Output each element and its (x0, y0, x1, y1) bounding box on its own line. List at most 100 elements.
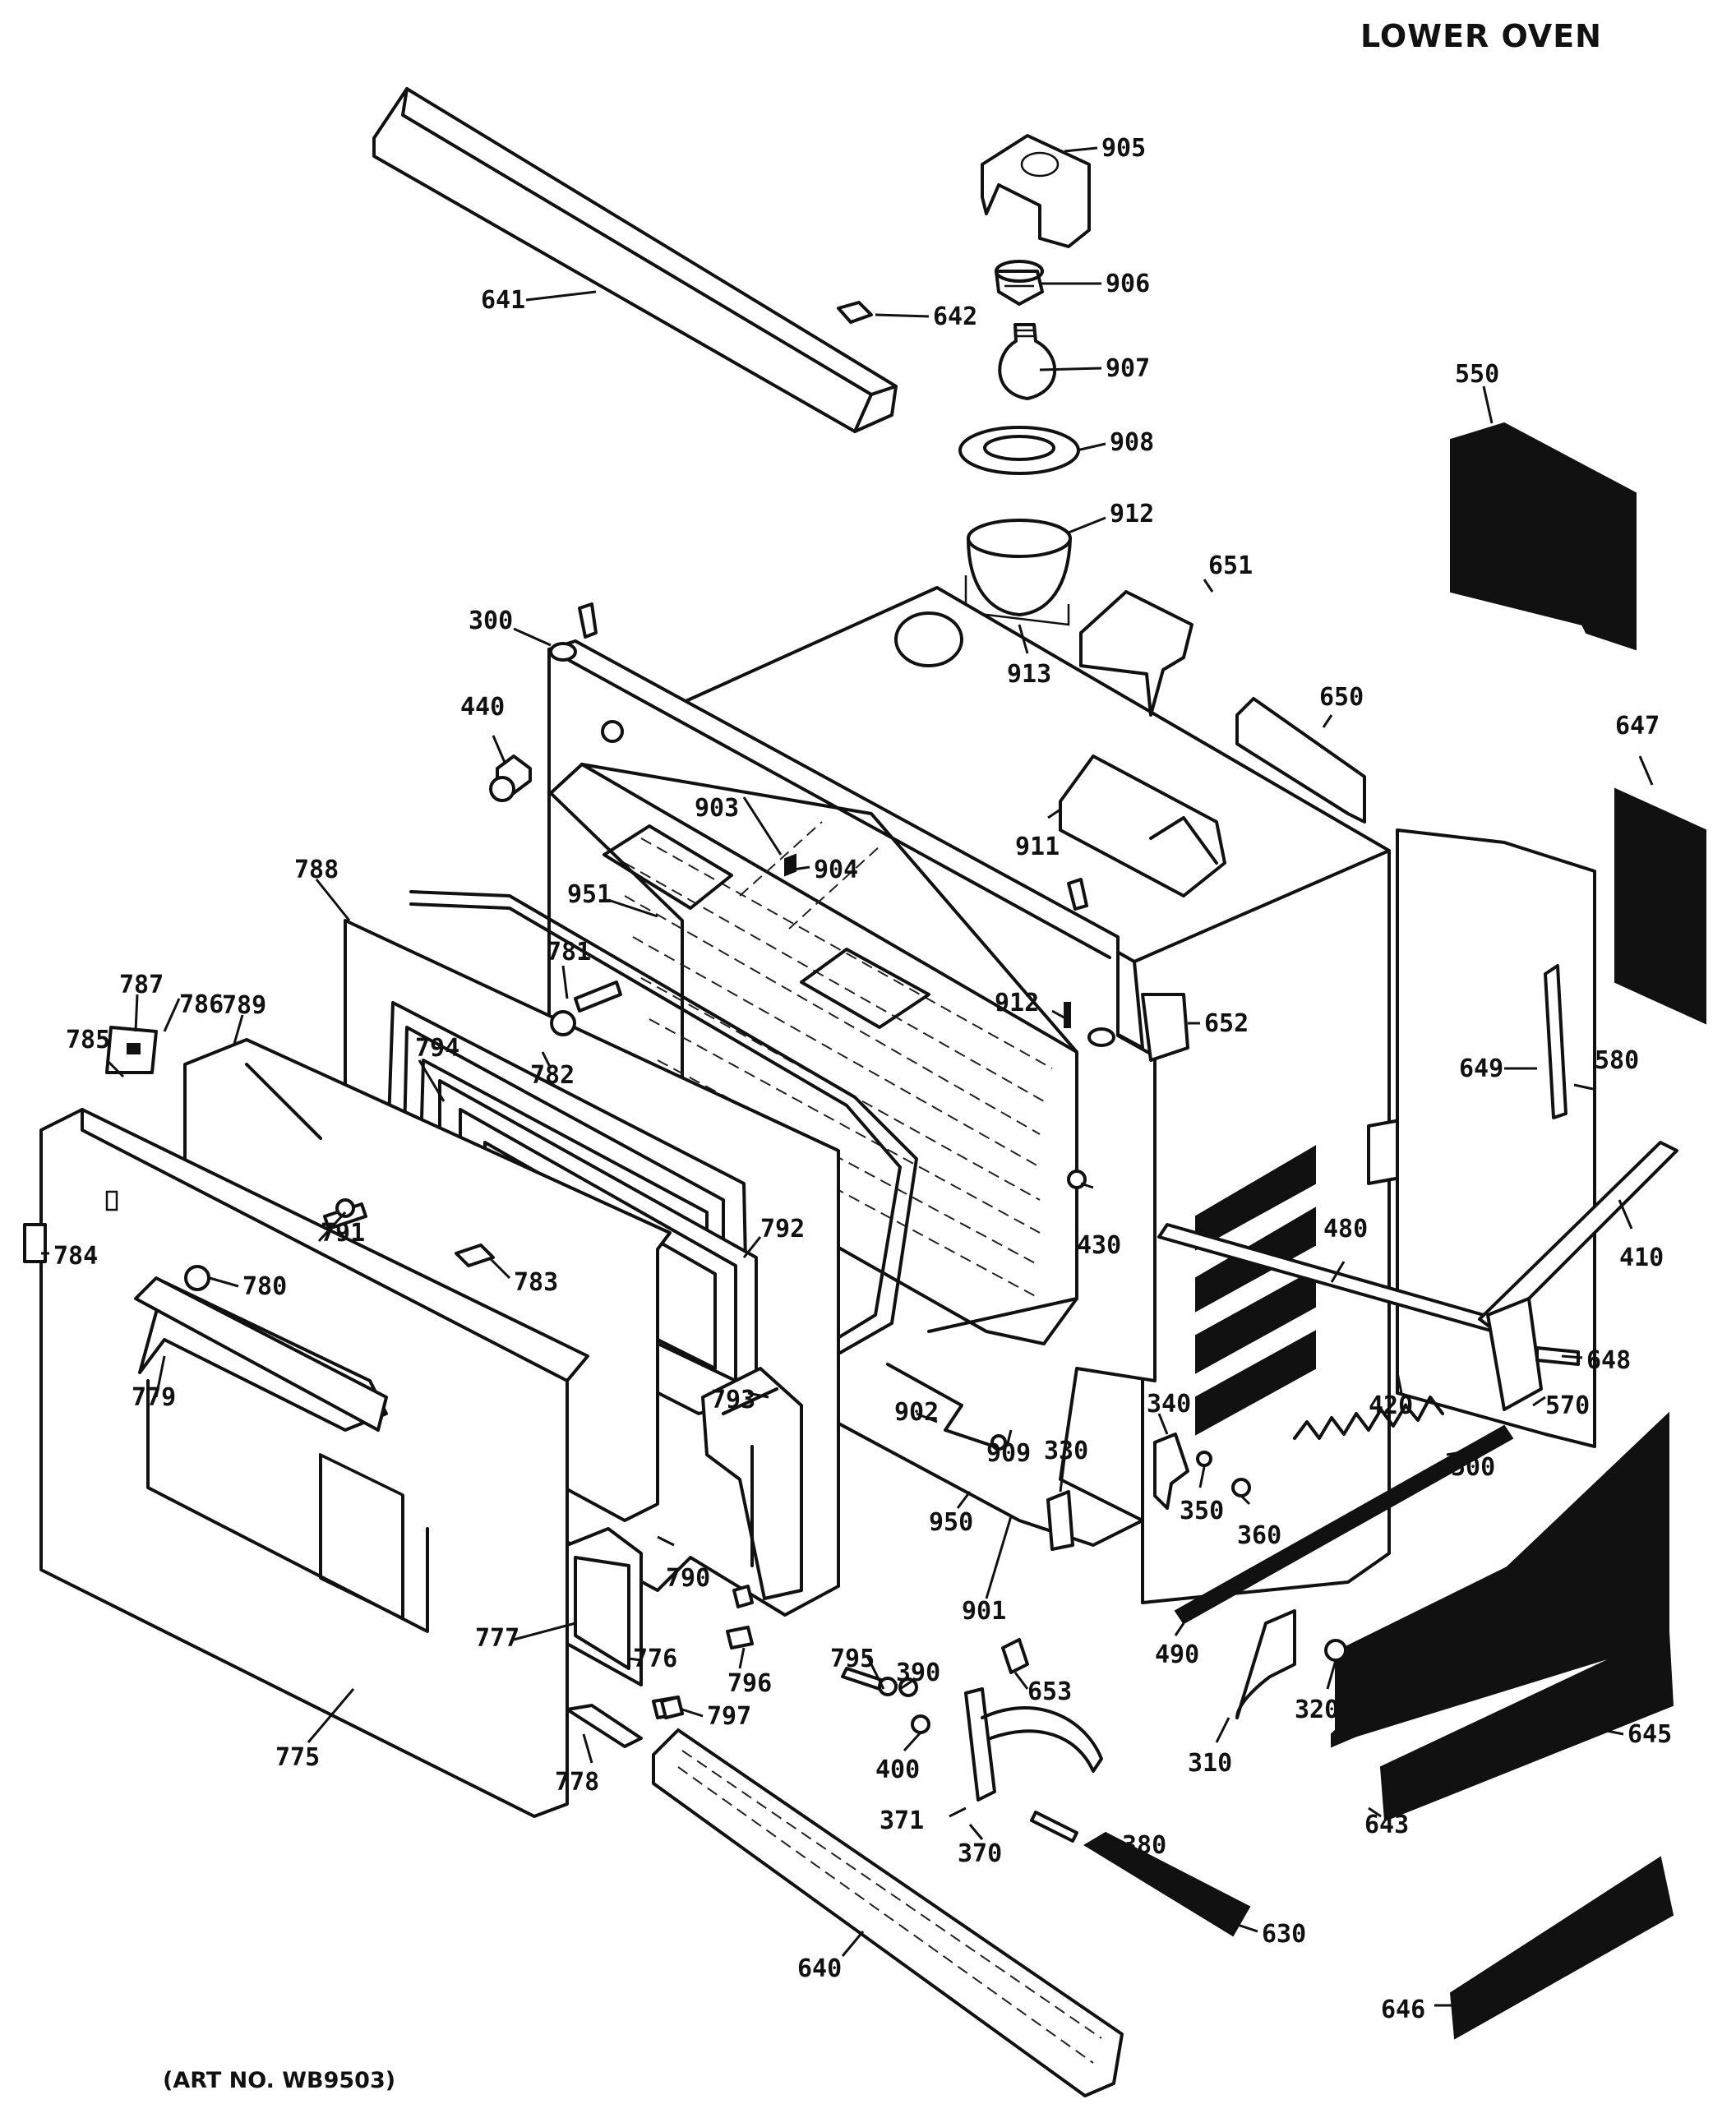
callout-650: 650 (1319, 683, 1364, 712)
callout-651: 651 (1208, 551, 1253, 580)
callout-648: 648 (1586, 1346, 1631, 1375)
light-bracket (981, 134, 1091, 248)
callout-647: 647 (1615, 712, 1660, 741)
callout-490: 490 (1155, 1640, 1199, 1669)
callout-781: 781 (547, 938, 591, 967)
heat-shield-slots (1195, 1145, 1316, 1436)
pivot-bracket (1486, 1297, 1580, 1411)
diagram-title: LOWER OVEN (1360, 18, 1602, 54)
callout-646: 646 (1381, 1996, 1425, 2024)
callout-908: 908 (1110, 428, 1154, 457)
latch-330 (1046, 1490, 1074, 1551)
callout-787: 787 (119, 971, 164, 999)
callout-784: 784 (53, 1242, 98, 1271)
callout-905: 905 (1101, 134, 1146, 163)
art-number: (ART NO. WB9503) (163, 2068, 395, 2093)
callout-902: 902 (894, 1398, 939, 1427)
bracket-310 (1235, 1609, 1296, 1719)
callout-380: 380 (1122, 1831, 1166, 1860)
door-hinge (701, 1367, 803, 1600)
insulation-panel-550 (1450, 422, 1637, 651)
callout-790: 790 (666, 1564, 710, 1593)
lens-gasket (958, 426, 1080, 475)
door-hinge-lower (566, 1704, 643, 1748)
callout-350: 350 (1180, 1497, 1224, 1525)
callout-901: 901 (962, 1597, 1006, 1626)
callout-786: 786 (179, 990, 224, 1019)
callout-783: 783 (514, 1268, 558, 1297)
callout-912b: 912 (995, 989, 1039, 1017)
latch-assembly (1153, 1433, 1251, 1510)
callout-570: 570 (1545, 1391, 1590, 1420)
broil-element (603, 824, 930, 1029)
callout-903: 903 (695, 794, 739, 823)
callout-649: 649 (1459, 1054, 1503, 1083)
callout-793: 793 (711, 1386, 755, 1414)
burner-630 (1083, 1831, 1251, 1937)
callout-300: 300 (469, 607, 513, 635)
callout-360: 360 (1237, 1521, 1281, 1550)
callout-778: 778 (555, 1768, 599, 1797)
part-callouts: 905 906 907 908 912 913 641 642 550 651 … (53, 134, 1672, 2024)
callout-420: 420 (1369, 1391, 1413, 1420)
lamp-socket (995, 260, 1044, 306)
callout-390: 390 (896, 1659, 940, 1687)
callout-791: 791 (321, 1219, 365, 1248)
callout-775: 775 (275, 1743, 320, 1772)
callout-911: 911 (1015, 833, 1060, 861)
callout-785: 785 (66, 1026, 110, 1054)
callout-645: 645 (1628, 1720, 1672, 1749)
callout-652: 652 (1204, 1009, 1249, 1038)
drawer-front-rail (652, 1728, 1124, 2097)
front-panel-646 (1449, 1856, 1674, 2040)
callout-906: 906 (1106, 270, 1150, 298)
callout-794: 794 (415, 1034, 459, 1063)
callout-640: 640 (797, 1954, 842, 1983)
light-bulb (998, 323, 1057, 400)
callout-792: 792 (760, 1215, 805, 1243)
callout-330: 330 (1044, 1437, 1088, 1465)
callout-797: 797 (707, 1702, 751, 1731)
callout-777: 777 (475, 1624, 519, 1653)
callout-788: 788 (294, 856, 339, 884)
callout-779: 779 (132, 1383, 176, 1412)
callout-950: 950 (929, 1508, 973, 1537)
callout-400: 400 (875, 1756, 920, 1784)
callout-440: 440 (460, 693, 505, 722)
callout-580: 580 (1595, 1046, 1639, 1075)
ignitor-assembly (964, 1687, 1103, 1843)
callout-641: 641 (481, 286, 525, 315)
door-handle (134, 1276, 388, 1432)
callout-653: 653 (1027, 1677, 1072, 1706)
callout-909: 909 (986, 1439, 1031, 1468)
oven-cavity (549, 763, 1078, 1345)
bracket-653 (1001, 1638, 1029, 1674)
callout-320: 320 (1295, 1696, 1339, 1724)
fasteners (23, 754, 1087, 1719)
leader-lines (41, 146, 1654, 2007)
vent-duct (1059, 754, 1226, 897)
callout-410: 410 (1619, 1243, 1664, 1272)
door-spring (1293, 1396, 1444, 1440)
callout-643: 643 (1364, 1811, 1409, 1839)
callout-776: 776 (633, 1645, 677, 1673)
callout-340: 340 (1147, 1390, 1191, 1419)
callout-782: 782 (530, 1061, 575, 1090)
callout-310: 310 (1188, 1749, 1232, 1778)
callout-370: 370 (958, 1839, 1002, 1868)
small-clip (837, 301, 873, 324)
callout-795: 795 (830, 1645, 875, 1673)
callout-796: 796 (727, 1669, 772, 1698)
callout-789: 789 (222, 991, 266, 1020)
door-window-frame (566, 1527, 643, 1686)
callout-430: 430 (1077, 1231, 1121, 1260)
top-trim-rail (372, 87, 898, 433)
callout-913: 913 (1007, 660, 1051, 689)
light-housing-outline (964, 575, 1070, 626)
callout-630: 630 (1262, 1920, 1306, 1949)
light-lens-cover (967, 519, 1072, 616)
bake-element (886, 1363, 1007, 1451)
front-panel-643 (1331, 1411, 1669, 1748)
callout-550: 550 (1455, 360, 1499, 389)
